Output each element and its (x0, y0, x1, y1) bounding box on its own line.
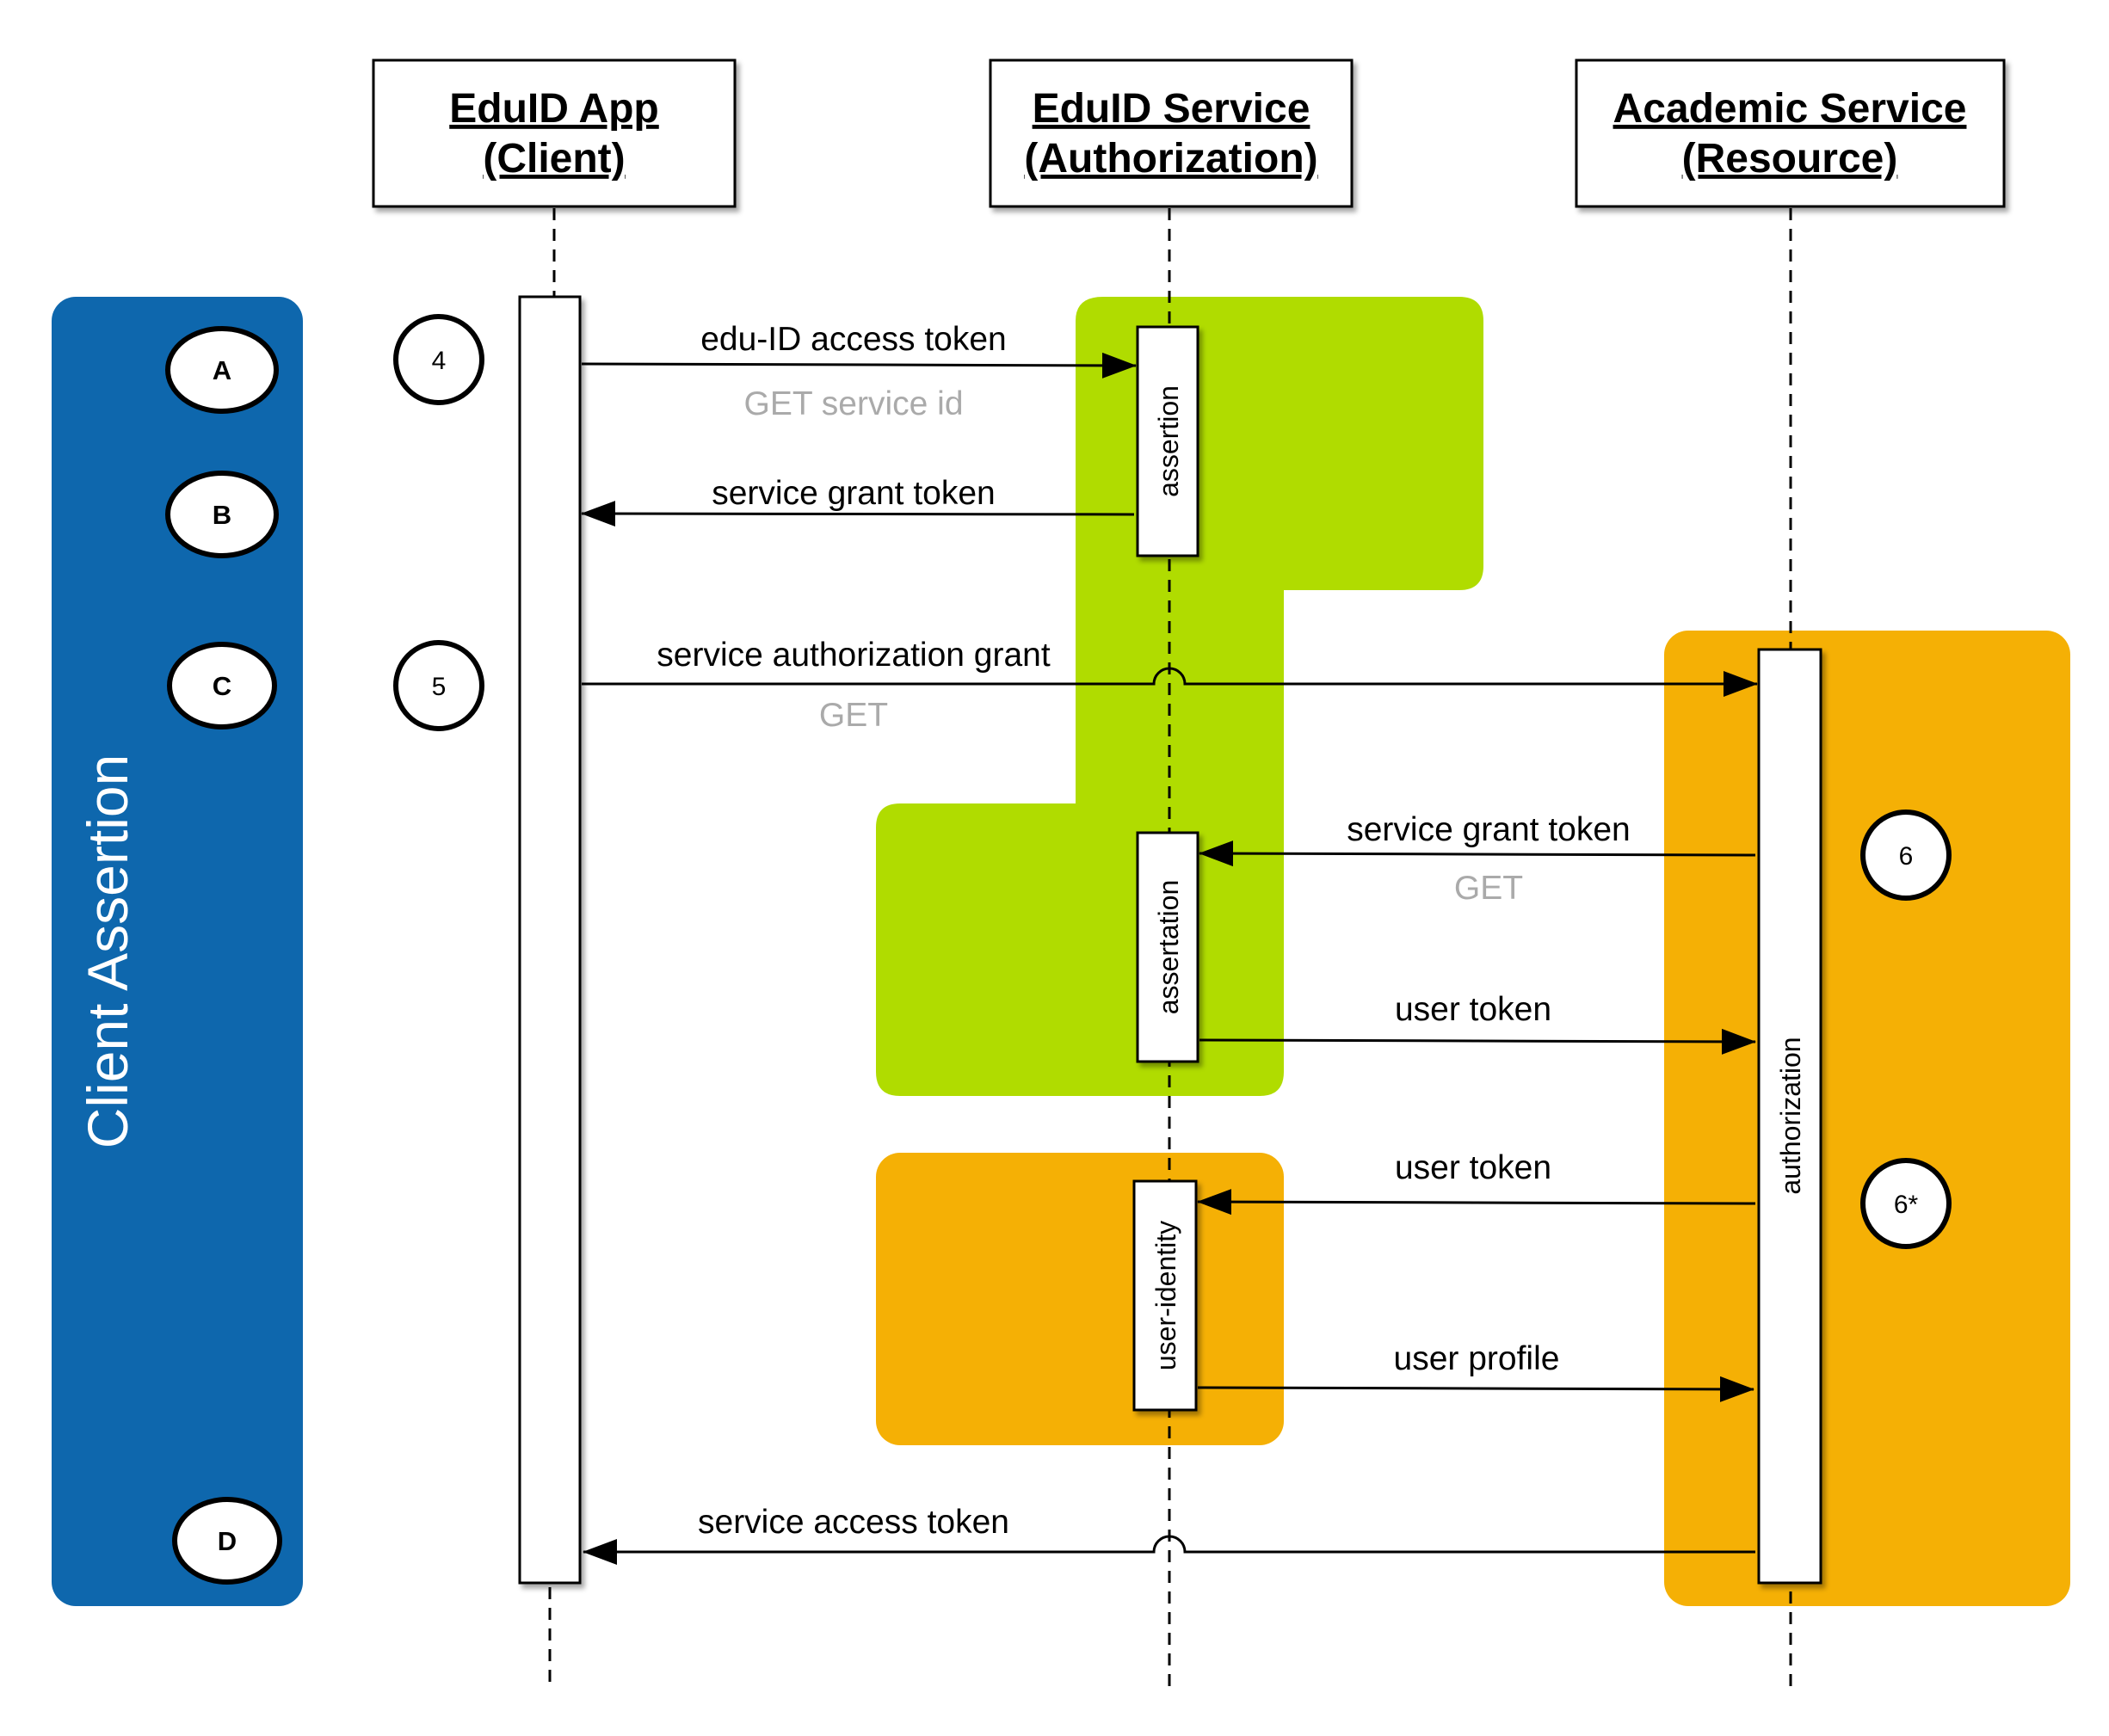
message-service-access-token-label: service access token (698, 1504, 1009, 1541)
participant-resource-name: Academic Service (1613, 86, 1967, 132)
user-identity-region (876, 1153, 1284, 1445)
resource-region (1664, 631, 2070, 1606)
assertation-activation-label: assertation (1153, 880, 1184, 1015)
message-service-grant-token-1-label: service grant token (712, 475, 996, 512)
user-identity-activation: user-identity (1132, 1179, 1198, 1412)
message-user-token-1: user token (1199, 991, 1756, 1055)
message-service-grant-token-2: service grant token GET (1199, 811, 1756, 907)
message-edu-id-access-token-method: GET service id (743, 385, 963, 422)
participant-client: EduID App (Client) (372, 58, 737, 208)
svg-text:4: 4 (432, 347, 447, 375)
client-assertion-panel-bg (52, 297, 303, 1606)
svg-text:5: 5 (432, 673, 447, 701)
phase-marker-d: D (172, 1497, 282, 1585)
message-user-token-1-label: user token (1395, 991, 1551, 1028)
client-activation (518, 295, 582, 1585)
user-identity-activation-label: user-identity (1150, 1221, 1181, 1370)
step-marker-5: 5 (393, 640, 484, 731)
svg-text:6: 6 (1899, 842, 1914, 871)
participant-auth-role: (Authorization) (1024, 136, 1317, 182)
message-service-authorization-grant-method: GET (819, 697, 888, 734)
message-edu-id-access-token: edu-ID access token GET service id (581, 321, 1137, 422)
participant-auth-name: EduID Service (1033, 86, 1310, 132)
participant-resource: Academic Service (Resource) (1575, 58, 2006, 208)
participant-client-role: (Client) (483, 136, 625, 182)
assertion-activation-label: assertion (1153, 385, 1184, 497)
assertation-activation: assertation (1136, 831, 1199, 1063)
client-assertion-label: Client Assertion (76, 754, 139, 1149)
client-assertion-panel: Client Assertion (52, 297, 303, 1606)
message-user-token-2: user token (1197, 1149, 1756, 1216)
svg-text:C: C (213, 671, 231, 701)
authorization-activation: authorization (1757, 648, 1822, 1585)
phase-marker-b: B (165, 471, 279, 558)
participant-resource-role: (Resource) (1682, 136, 1898, 182)
svg-text:D: D (218, 1526, 237, 1556)
message-service-authorization-grant: service authorization grant GET (582, 637, 1758, 734)
message-service-grant-token-2-label: service grant token (1347, 811, 1631, 848)
svg-text:6*: 6* (1894, 1191, 1919, 1219)
message-edu-id-access-token-label: edu-ID access token (700, 321, 1007, 358)
assertion-region (876, 297, 1483, 1096)
participant-client-name: EduID App (449, 86, 659, 132)
phase-marker-a: A (165, 326, 279, 414)
message-service-authorization-grant-label: service authorization grant (657, 637, 1051, 674)
svg-text:B: B (213, 500, 231, 530)
message-service-grant-token-2-method: GET (1454, 870, 1523, 907)
message-user-profile: user profile (1197, 1340, 1754, 1402)
assertion-activation: assertion (1136, 325, 1199, 557)
authorization-activation-label: authorization (1775, 1037, 1806, 1194)
phase-marker-c: C (167, 642, 277, 729)
message-service-grant-token-1: service grant token (581, 475, 1135, 527)
step-marker-6: 6 (1860, 810, 1952, 901)
message-user-profile-label: user profile (1394, 1340, 1560, 1377)
message-service-access-token: service access token (583, 1504, 1755, 1565)
step-marker-4: 4 (393, 314, 484, 405)
message-user-token-2-label: user token (1395, 1149, 1551, 1186)
participant-auth: EduID Service (Authorization) (989, 58, 1354, 208)
svg-text:A: A (213, 355, 231, 385)
step-marker-6-star: 6* (1860, 1158, 1952, 1249)
